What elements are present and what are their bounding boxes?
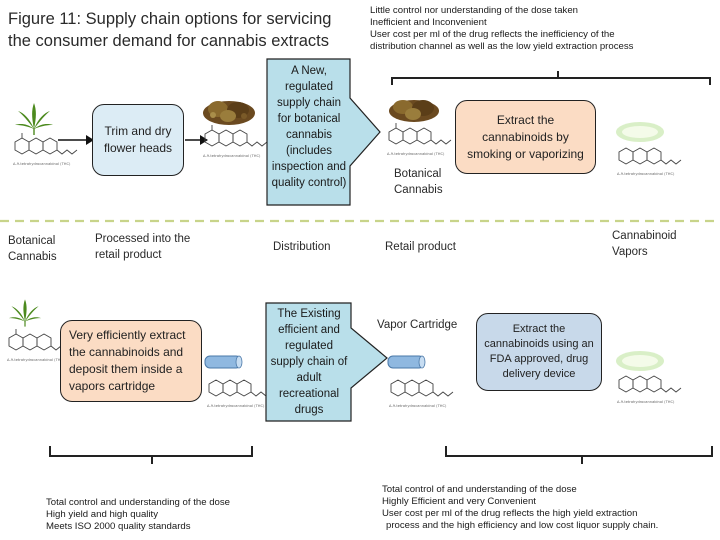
svg-text:Δ-9-tetrahydrocannabinol (THC): Δ-9-tetrahydrocannabinol (THC) xyxy=(13,162,71,166)
top-note: distribution channel as well as the low … xyxy=(370,41,634,52)
stage-label-processed: Processed into the retail product xyxy=(95,233,191,261)
figure-title-line-1: Figure 11: Supply chain options for serv… xyxy=(8,10,332,28)
svg-text:Δ-9-tetrahydrocannabinol (THC): Δ-9-tetrahydrocannabinol (THC) xyxy=(207,404,265,408)
efficient-extract-box: Very efficiently extract the cannabinoid… xyxy=(60,320,202,402)
existing-supply-chain-arrow xyxy=(265,302,388,422)
existing-supply-chain-label: The Existing efficient and regulated sup… xyxy=(270,308,348,416)
thc-molecule-icon: Δ-9-tetrahydrocannabinol (THC) xyxy=(387,123,452,156)
svg-text:Δ-9-tetrahydrocannabinol (THC): Δ-9-tetrahydrocannabinol (THC) xyxy=(203,154,261,158)
stage-label-botanical: Botanical Cannabis xyxy=(8,235,57,263)
cannabis-leaf-icon xyxy=(8,299,42,327)
bottom-left-note: High yield and high quality xyxy=(46,509,159,520)
trim-dry-label: Trim and dry flower heads xyxy=(103,124,173,155)
bottom-left-note: Meets ISO 2000 quality standards xyxy=(46,521,191,532)
extract-smoking-label: Extract the cannabinoids by smoking or v… xyxy=(467,112,584,161)
thc-molecule-icon: Δ-9-tetrahydrocannabinol (THC) xyxy=(203,125,268,158)
svg-text:Δ-9-tetrahydrocannabinol (THC): Δ-9-tetrahydrocannabinol (THC) xyxy=(389,404,447,408)
bottom-right-note: Total control of and understanding of th… xyxy=(382,484,577,495)
bottom-right-note: User cost per ml of the drug reflects th… xyxy=(382,508,638,519)
cannabis-bud-icon xyxy=(389,100,439,122)
top-note: Inefficient and Inconvenient xyxy=(370,17,487,28)
new-supply-chain-arrow xyxy=(266,58,381,206)
svg-text:Δ-9-tetrahydrocannabinol (THC): Δ-9-tetrahydrocannabinol (THC) xyxy=(387,152,445,156)
efficient-extract-label: Very efficiently extract the cannabinoid… xyxy=(69,328,186,393)
thc-molecule-icon: Δ-9-tetrahydrocannabinol (THC) xyxy=(617,375,682,404)
svg-text:Δ-9-tetrahydrocannabinol (THC): Δ-9-tetrahydrocannabinol (THC) xyxy=(617,172,675,176)
trim-dry-box: Trim and dry flower heads xyxy=(92,104,184,176)
cannabis-bud-icon xyxy=(203,101,255,125)
vapor-cartridge-icon xyxy=(204,355,243,369)
top-note: User cost per ml of the drug reflects th… xyxy=(370,29,615,40)
svg-text:Δ-9-tetrahydrocannabinol (THC): Δ-9-tetrahydrocannabinol (THC) xyxy=(617,400,675,404)
vapor-cartridge-caption: Vapor Cartridge xyxy=(377,319,458,331)
top-notes: Little control nor understanding of the … xyxy=(370,5,715,53)
botanical-cannabis-caption: Botanical Cannabis xyxy=(394,168,443,196)
bottom-left-notes: Total control and understanding of the d… xyxy=(46,497,306,533)
thc-molecule-icon: Δ-9-tetrahydrocannabinol (THC) xyxy=(617,147,682,176)
bottom-right-notes: Total control of and understanding of th… xyxy=(382,484,716,532)
bottom-right-note: Highly Efficient and very Convenient xyxy=(382,496,536,507)
svg-text:Δ-9-tetrahydrocannabinol (THC): Δ-9-tetrahydrocannabinol (THC) xyxy=(7,358,65,362)
section-divider xyxy=(0,219,720,223)
fda-device-label: Extract the cannabinoids using an FDA ap… xyxy=(484,323,594,380)
new-supply-chain-label: A New, regulated supply chain for botani… xyxy=(271,65,347,189)
bottom-right-note: process and the high efficiency and low … xyxy=(386,520,659,531)
thc-molecule-icon: Δ-9-tetrahydrocannabinol (THC) xyxy=(13,133,78,166)
vapor-cartridge-icon xyxy=(387,355,426,369)
vapor-cloud-icon xyxy=(616,351,664,371)
vapor-cloud-icon xyxy=(616,122,664,142)
bottom-left-note: Total control and understanding of the d… xyxy=(46,497,231,508)
figure-title-line-2: the consumer demand for cannabis extract… xyxy=(8,32,330,50)
thc-molecule-icon: Δ-9-tetrahydrocannabinol (THC) xyxy=(207,379,272,408)
extract-smoking-box: Extract the cannabinoids by smoking or v… xyxy=(455,100,596,174)
figure-title: Figure 11: Supply chain options for serv… xyxy=(8,8,348,52)
stage-label-retail: Retail product xyxy=(385,241,456,253)
thc-molecule-icon: Δ-9-tetrahydrocannabinol (THC) xyxy=(389,379,454,408)
top-note: Little control nor understanding of the … xyxy=(370,5,579,16)
cannabis-leaf-icon xyxy=(15,103,53,135)
stage-label-distribution: Distribution xyxy=(273,241,331,253)
stage-label-vapors: Cannabinoid Vapors xyxy=(612,230,677,258)
fda-device-box: Extract the cannabinoids using an FDA ap… xyxy=(476,313,602,391)
